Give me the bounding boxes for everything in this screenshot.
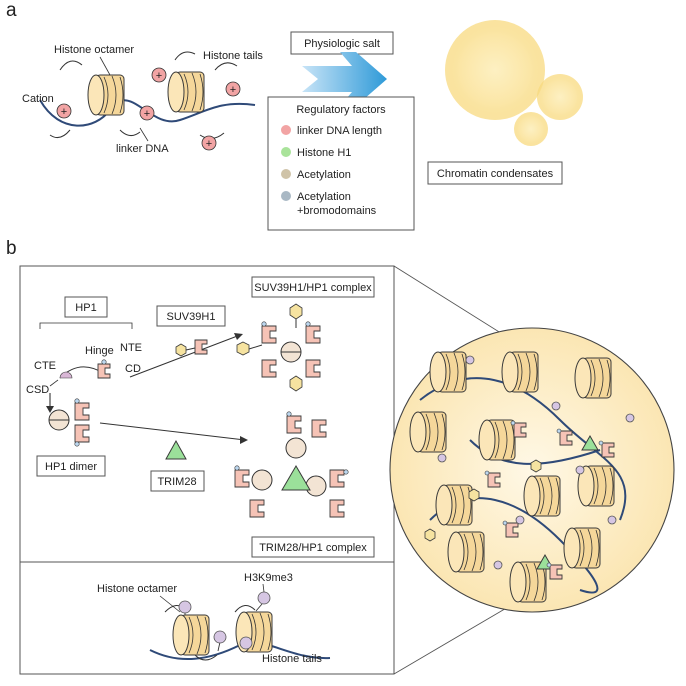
h3k9me3-label: H3K9me3 [244,572,293,584]
trim-complex-box [251,536,375,558]
svg-text:+: + [144,108,150,120]
factor-label-1: Histone H1 [297,147,351,159]
hp1-dimer-label: HP1 dimer [45,461,97,473]
label-cation: Cation [22,93,54,105]
arrow-to-trim-complex [99,422,246,441]
suv39h1-label: SUV39H1 [167,311,216,323]
svg-text:+: + [156,70,162,82]
condensate-zoom-circle [389,327,675,613]
suv39h1-box [156,305,226,327]
nucleosome-1 [87,74,125,116]
suv-complex-illustration [236,303,321,392]
cd-label: CD [125,363,141,375]
hp1-box [64,296,108,318]
h3k9me3-fiber [149,591,331,661]
factor-dot-0 [281,125,291,135]
svg-text:+: + [230,84,236,96]
factor-dot-2 [281,169,291,179]
chromatin-condensates-label: Chromatin condensates [437,168,554,180]
arrow-to-suv-complex [129,334,241,378]
suv39h1-hp1-pair [175,339,208,357]
label-histone-tails-a: Histone tails [203,50,263,62]
svg-text:+: + [206,138,212,150]
svg-text:+: + [61,106,67,118]
panel-b-letter: b [6,238,17,259]
hp1-bracket [39,322,133,329]
nucleosome-h3k9me3-1 [172,614,210,656]
factor-dot-1 [281,147,291,157]
trim28-triangle [165,439,187,460]
chromatin-condensates-droplets [445,20,583,146]
hp1-label: HP1 [75,302,96,314]
hp1-dimer-illustration [48,398,90,447]
suv-complex-label: SUV39H1/HP1 complex [254,282,372,294]
hinge-label: Hinge [85,345,114,357]
factor-label-3-line2: +bromodomains [297,205,377,217]
factor-label-0: linker DNA length [297,125,382,137]
cte-label: CTE [34,360,56,372]
nucleosome-2 [167,71,205,113]
trim28-box [150,470,205,492]
salt-arrow [302,52,387,106]
hp1-monomer [59,359,111,379]
panel-a-letter: a [6,0,17,21]
panel-a-chromatin-fiber [39,51,256,139]
panel-b-lower-box [19,561,395,675]
cations [56,67,241,151]
regulatory-factors-title: Regulatory factors [296,104,386,116]
cation-symbols: + + + + + [61,70,236,150]
physiologic-salt-label: Physiologic salt [304,38,380,50]
trim28-label: TRIM28 [157,476,196,488]
factor-label-2: Acetylation [297,169,351,181]
suv-complex-box [251,276,375,298]
trim-complex-label: TRIM28/HP1 complex [259,542,367,554]
regulatory-factors-box [267,96,415,231]
label-linker-dna: linker DNA [116,143,169,155]
factor-label-3: Acetylation [297,191,351,203]
histone-tails-label-b: Histone tails [262,653,322,665]
csd-label: CSD [26,384,49,396]
trim-complex-illustration [234,411,349,518]
nte-label: NTE [120,342,142,354]
factor-dot-3 [281,191,291,201]
label-histone-octamer-a: Histone octamer [54,44,134,56]
chromatin-condensates-box [427,161,563,185]
hp1-dimer-box [36,455,106,477]
histone-octamer-label-b: Histone octamer [97,583,177,595]
